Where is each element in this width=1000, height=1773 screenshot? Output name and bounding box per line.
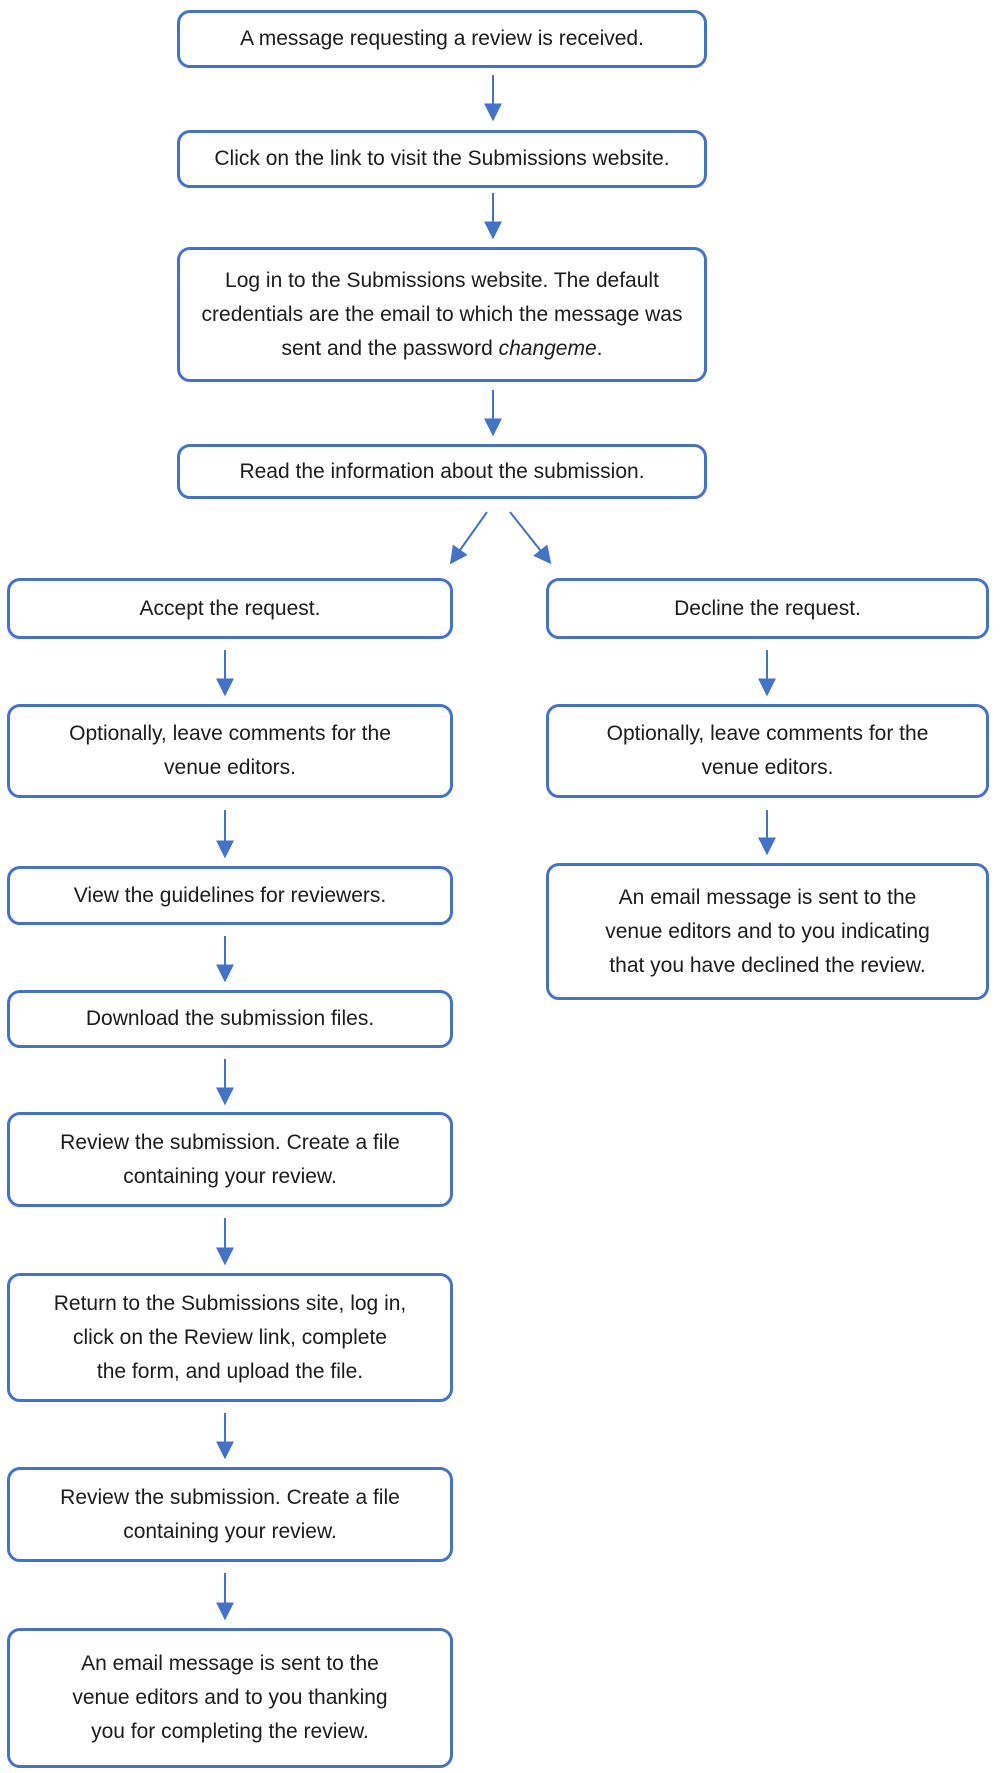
node-click-link-label: Click on the link to visit the Submissio… <box>214 147 670 170</box>
node-accept-leave-comments: Optionally, leave comments for the venue… <box>7 704 453 798</box>
node-log-in-label: Log in to the Submissions website. The d… <box>201 268 683 360</box>
node-review-create-file-2-label: Review the submission. Create a file con… <box>60 1485 400 1543</box>
node-view-guidelines: View the guidelines for reviewers. <box>7 866 453 925</box>
node-review-create-file-1: Review the submission. Create a file con… <box>7 1112 453 1207</box>
node-message-received: A message requesting a review is receive… <box>177 10 707 68</box>
node-accept-leave-comments-label: Optionally, leave comments for the venue… <box>69 722 391 779</box>
node-declined-email: An email message is sent to the venue ed… <box>546 863 989 1000</box>
node-accept-request: Accept the request. <box>7 578 453 639</box>
node-review-create-file-2: Review the submission. Create a file con… <box>7 1467 453 1562</box>
node-read-info-label: Read the information about the submissio… <box>239 459 645 483</box>
node-accept-request-label: Accept the request. <box>139 596 321 620</box>
node-click-link: Click on the link to visit the Submissio… <box>177 130 707 188</box>
node-read-info: Read the information about the submissio… <box>177 444 707 499</box>
node-decline-leave-comments-label: Optionally, leave comments for the venue… <box>606 722 929 779</box>
node-review-create-file-1-label: Review the submission. Create a file con… <box>60 1130 400 1188</box>
node-download-files: Download the submission files. <box>7 990 453 1048</box>
node-return-and-upload: Return to the Submissions site, log in, … <box>7 1273 453 1402</box>
node-decline-leave-comments: Optionally, leave comments for the venue… <box>546 704 989 798</box>
node-download-files-label: Download the submission files. <box>85 1007 375 1030</box>
node-decline-request-label: Decline the request. <box>674 596 861 620</box>
node-decline-request: Decline the request. <box>546 578 989 639</box>
node-declined-email-label: An email message is sent to the venue ed… <box>605 885 930 977</box>
arrow-read-info-to-accept <box>449 511 488 565</box>
node-return-and-upload-label: Return to the Submissions site, log in, … <box>53 1291 407 1383</box>
node-thanks-email: An email message is sent to the venue ed… <box>7 1628 453 1768</box>
node-thanks-email-label: An email message is sent to the venue ed… <box>72 1652 388 1743</box>
password-changeme-italic: changeme <box>498 336 597 360</box>
node-view-guidelines-label: View the guidelines for reviewers. <box>73 883 387 907</box>
arrow-read-info-to-decline <box>509 511 552 565</box>
node-log-in: Log in to the Submissions website. The d… <box>177 247 707 382</box>
node-message-received-label: A message requesting a review is receive… <box>240 27 644 50</box>
